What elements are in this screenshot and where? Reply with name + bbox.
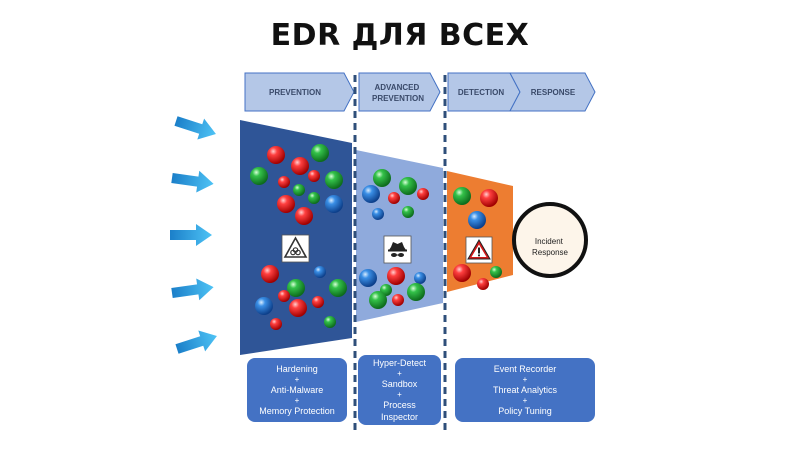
red-threat-ball — [388, 192, 400, 204]
red-threat-ball — [295, 207, 313, 225]
green-threat-ball — [402, 206, 414, 218]
red-threat-ball — [453, 264, 471, 282]
stage-label-detection: DETECTION — [458, 88, 504, 97]
plus-separator: + — [397, 369, 402, 378]
component-anti-malware: Anti-Malware — [270, 385, 324, 395]
component-threat-analytics: Threat Analytics — [492, 385, 558, 395]
green-threat-ball — [308, 192, 320, 204]
threat-arrow-icon — [171, 170, 214, 193]
stage-chevron-advanced-prevention — [358, 72, 441, 112]
threat-arrow-icon — [175, 330, 217, 354]
red-threat-ball — [312, 296, 324, 308]
blue-threat-ball — [468, 211, 486, 229]
red-threat-ball — [289, 299, 307, 317]
component-hyper-detect: Hyper-Detect — [372, 358, 426, 368]
green-threat-ball — [250, 167, 268, 185]
threat-balls — [250, 144, 574, 330]
threat-arrow-icon — [171, 278, 214, 301]
red-threat-ball — [480, 189, 498, 207]
incident-response-node: Incident Response — [512, 202, 588, 278]
threat-arrow-icon — [170, 224, 212, 246]
component-memory-protection: Memory Protection — [259, 406, 335, 416]
component-policy-tuning: Policy Tuning — [498, 406, 552, 416]
blue-threat-ball — [314, 266, 326, 278]
components-box-prevention: Hardening + Anti-Malware + Memory Protec… — [247, 358, 347, 422]
incident-response-label: Incident Response — [532, 237, 569, 257]
component-process-inspector: Process Inspector — [380, 400, 419, 422]
stage-label-advanced-prevention: ADVANCED PREVENTION — [372, 83, 424, 103]
blue-threat-ball — [372, 208, 384, 220]
component-hardening: Hardening — [276, 364, 318, 374]
green-threat-ball — [407, 283, 425, 301]
green-threat-ball — [453, 187, 471, 205]
plus-separator: + — [294, 396, 300, 405]
plus-separator: + — [522, 375, 528, 384]
components-box-advanced-prevention: Hyper-Detect + Sandbox + Process Inspect… — [358, 355, 441, 425]
stage-chevron-response — [509, 72, 596, 112]
red-threat-ball — [267, 146, 285, 164]
biohazard-icon — [281, 234, 310, 263]
green-threat-ball — [329, 279, 347, 297]
red-threat-ball — [278, 290, 290, 302]
green-threat-ball — [373, 169, 391, 187]
green-threat-ball — [399, 177, 417, 195]
stage-chevrons: PREVENTION ADVANCED PREVENTION DETECTION… — [244, 72, 596, 112]
component-sandbox: Sandbox — [381, 379, 418, 389]
blue-threat-ball — [414, 272, 426, 284]
blue-threat-ball — [325, 195, 343, 213]
green-threat-ball — [490, 266, 502, 278]
blue-threat-ball — [359, 269, 377, 287]
warning-icon — [465, 236, 493, 264]
blue-threat-ball — [255, 297, 273, 315]
red-threat-ball — [278, 176, 290, 188]
red-threat-ball — [308, 170, 320, 182]
red-threat-ball — [277, 195, 295, 213]
green-threat-ball — [324, 316, 336, 328]
components-box-detection-response: Event Recorder + Threat Analytics + Poli… — [455, 358, 595, 422]
red-threat-ball — [270, 318, 282, 330]
green-threat-ball — [325, 171, 343, 189]
green-threat-ball — [287, 279, 305, 297]
red-threat-ball — [392, 294, 404, 306]
plus-separator: + — [397, 390, 402, 399]
green-threat-ball — [369, 291, 387, 309]
threat-arrow-icon — [174, 116, 216, 140]
incoming-arrows — [170, 116, 217, 354]
green-threat-ball — [311, 144, 329, 162]
stage-label-response: RESPONSE — [531, 88, 576, 97]
red-threat-ball — [261, 265, 279, 283]
stage-label-prevention: PREVENTION — [269, 88, 321, 97]
red-threat-ball — [417, 188, 429, 200]
red-threat-ball — [477, 278, 489, 290]
red-threat-ball — [387, 267, 405, 285]
page-title: EDR ДЛЯ ВСЕХ — [270, 18, 530, 53]
red-threat-ball — [291, 157, 309, 175]
spy-hat-icon — [383, 235, 412, 264]
plus-separator: + — [522, 396, 528, 405]
green-threat-ball — [293, 184, 305, 196]
stage-chevron-prevention — [244, 72, 355, 112]
plus-separator: + — [294, 375, 300, 384]
blue-threat-ball — [362, 185, 380, 203]
component-event-recorder: Event Recorder — [493, 364, 557, 374]
